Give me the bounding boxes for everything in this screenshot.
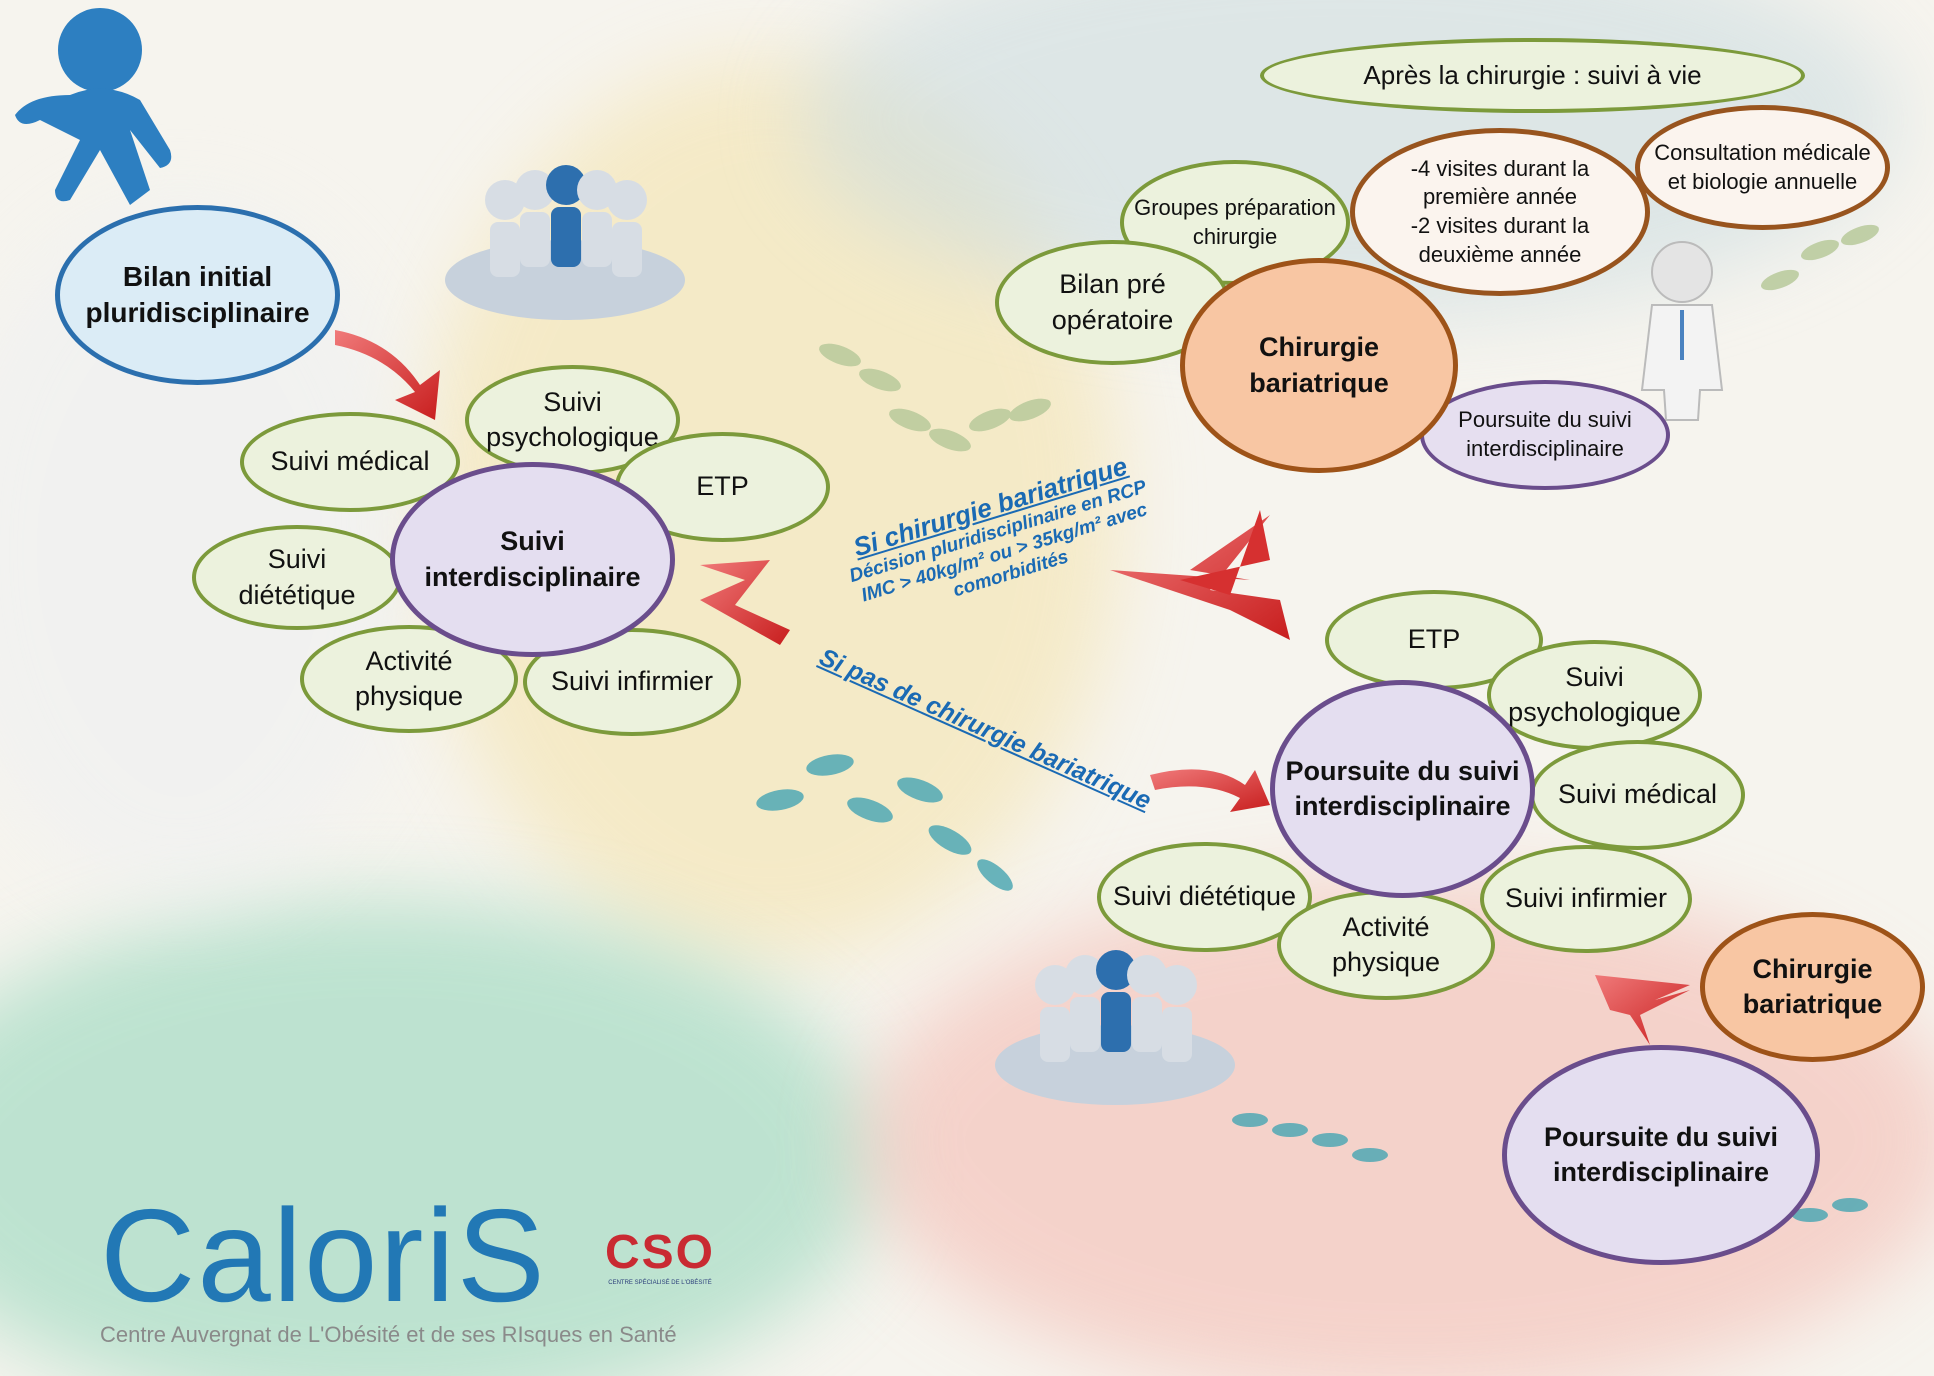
- left-suivi-interdisciplinaire-node: Suivi interdisciplinaire: [390, 462, 675, 657]
- cso-badge-sub: CENTRE SPÉCIALISÉ DE L'OBÉSITÉ: [608, 1280, 712, 1286]
- bilan-initial-label: Bilan initial pluridisciplinaire: [85, 260, 310, 328]
- chirurgie-bariatrique-node: Chirurgie bariatrique: [1180, 258, 1458, 473]
- right-suivi-dietetique-node: Suivi diététique: [1097, 842, 1312, 952]
- logo-name-end: S: [456, 1182, 547, 1329]
- walking-person-icon: [15, 8, 172, 205]
- visites-text: -4 visites durant la première année -2 v…: [1355, 155, 1645, 269]
- groupes-preparation-label: Groupes préparation chirurgie: [1134, 194, 1336, 249]
- cso-badge: CSO: [604, 1226, 715, 1279]
- suivi-a-vie-header-label: Après la chirurgie : suivi à vie: [1363, 59, 1702, 90]
- right-suivi-medical-label: Suivi médical: [1557, 779, 1718, 810]
- surgery-poursuite-node: Poursuite du suivi interdisciplinaire: [1420, 380, 1670, 490]
- visites-line1: -4 visites durant la première année: [1410, 155, 1590, 210]
- right-poursuite-label: Poursuite du suivi interdisciplinaire: [1285, 755, 1520, 821]
- bg-green-region: [0, 900, 880, 1376]
- late-chirurgie-node: Chirurgie bariatrique: [1700, 912, 1925, 1062]
- team-puzzle-icon-bottom: [995, 950, 1235, 1105]
- visites-line2: -2 visites durant la deuxième année: [1410, 213, 1590, 267]
- bilan-initial-node: Bilan initial pluridisciplinaire: [55, 205, 340, 385]
- team-puzzle-icon-top: [445, 165, 685, 320]
- left-suivi-dietetique-label: Suivi diététique: [238, 544, 356, 610]
- right-suivi-psychologique-node: Suivi psychologique: [1487, 640, 1702, 750]
- right-suivi-medical-node: Suivi médical: [1530, 740, 1745, 850]
- right-suivi-psychologique-label: Suivi psychologique: [1508, 661, 1681, 727]
- right-etp-label: ETP: [1407, 624, 1461, 655]
- right-suivi-infirmier-node: Suivi infirmier: [1480, 845, 1692, 953]
- late-chirurgie-label: Chirurgie bariatrique: [1742, 953, 1883, 1019]
- arrow-bolt-up-surgery: [1180, 510, 1270, 595]
- surgery-poursuite-label: Poursuite du suivi interdisciplinaire: [1458, 407, 1632, 461]
- left-suivi-infirmier-label: Suivi infirmier: [550, 666, 714, 697]
- left-etp-label: ETP: [696, 471, 749, 502]
- arrow-to-no-surgery: [1150, 769, 1270, 812]
- cso-logo: CSO CENTRE SPÉCIALISÉ DE L'OBÉSITÉ: [595, 1225, 725, 1310]
- caloris-logo: CaloriS: [100, 1180, 547, 1331]
- late-poursuite-node: Poursuite du suivi interdisciplinaire: [1502, 1045, 1820, 1265]
- consultation-annuelle-node: Consultation médicale et biologie annuel…: [1635, 105, 1890, 230]
- left-suivi-medical-node: Suivi médical: [240, 412, 460, 512]
- left-activite-physique-label: Activité physique: [354, 645, 464, 711]
- arrow-bolt-left: [700, 560, 790, 645]
- right-etp-node: ETP: [1325, 590, 1543, 690]
- bilan-pre-operatoire-node: Bilan pré opératoire: [995, 240, 1230, 365]
- left-suivi-psychologique-label: Suivi psychologique: [486, 386, 659, 452]
- chirurgie-bariatrique-label: Chirurgie bariatrique: [1249, 332, 1389, 398]
- right-suivi-dietetique-label: Suivi diététique: [1112, 881, 1297, 912]
- suivi-a-vie-header-node: Après la chirurgie : suivi à vie: [1260, 38, 1805, 113]
- footprints-upper: [819, 224, 1879, 452]
- late-poursuite-label: Poursuite du suivi interdisciplinaire: [1543, 1121, 1779, 1187]
- right-suivi-infirmier-label: Suivi infirmier: [1504, 883, 1668, 914]
- logo-name-blue: Calori: [100, 1182, 457, 1329]
- left-suivi-medical-label: Suivi médical: [270, 446, 430, 477]
- left-suivi-interdisciplinaire-label: Suivi interdisciplinaire: [424, 526, 641, 592]
- left-suivi-dietetique-node: Suivi diététique: [192, 525, 402, 630]
- doctor-icon: [1640, 241, 1724, 421]
- right-activite-physique-label: Activité physique: [1331, 911, 1441, 977]
- arrow-bolt-late: [1595, 975, 1690, 1045]
- consultation-annuelle-label: Consultation médicale et biologie annuel…: [1654, 139, 1871, 194]
- logo-subtitle: Centre Auvergnat de L'Obésité et de ses …: [100, 1322, 677, 1347]
- bilan-pre-operatoire-label: Bilan pré opératoire: [1051, 269, 1174, 335]
- arrow-start-to-suivi: [335, 330, 440, 420]
- left-suivi-infirmier-node: Suivi infirmier: [523, 628, 741, 736]
- footprints-lower: [756, 754, 1868, 1222]
- right-poursuite-node: Poursuite du suivi interdisciplinaire: [1270, 680, 1535, 898]
- visites-node: -4 visites durant la première année -2 v…: [1350, 128, 1650, 296]
- right-activite-physique-node: Activité physique: [1277, 890, 1495, 1000]
